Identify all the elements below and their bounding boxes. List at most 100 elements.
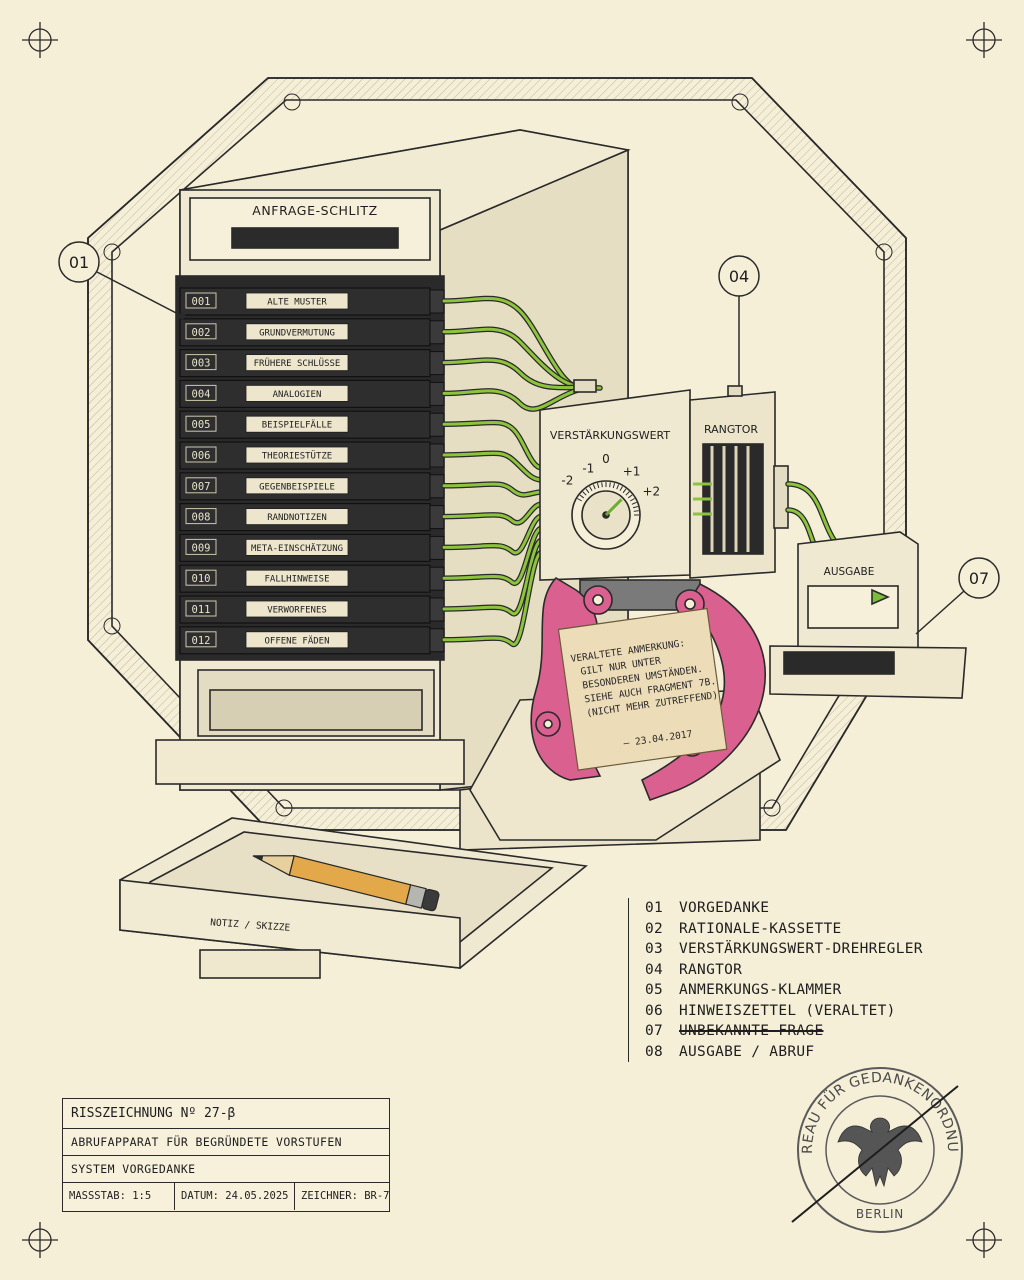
obsolete-note: VERALTETE ANMERKUNG:GILT NUR UNTERBESOND…: [557, 607, 728, 771]
cassette-label: FALLHINWEISE: [264, 575, 329, 585]
cassette-label: THEORIESTÜTZE: [262, 451, 332, 462]
registration-marks: [22, 22, 1002, 1258]
cassette-number: 008: [192, 512, 211, 524]
dial-tick: [589, 486, 593, 492]
legend-item-08: 08 AUSGABE / ABRUF: [645, 1042, 945, 1063]
registration-mark-top-left: [22, 22, 58, 58]
pencil-icon: [252, 855, 440, 912]
cassette-number: 012: [192, 635, 211, 647]
dial-tick: [627, 494, 633, 499]
stamp-strike-line: [791, 1085, 959, 1223]
legend-text: ANMERKUNGS-KLAMMER: [679, 982, 842, 998]
legend-item-05: 05 ANMERKUNGS-KLAMMER: [645, 980, 945, 1001]
bureau-stamp: [797, 1067, 963, 1233]
legend-text: AUSGABE / ABRUF: [679, 1043, 815, 1060]
cassette-label: GRUNDVERMUTUNG: [259, 328, 335, 338]
legend-number: 08: [645, 1043, 664, 1060]
legend-number: 01: [645, 900, 664, 916]
dial-tick: [619, 486, 623, 492]
legend-number: 05: [645, 982, 664, 998]
dial-tick: [633, 510, 639, 512]
cassette-label: BEISPIELFÄLLE: [262, 420, 332, 431]
gate-label: RANGTOR: [704, 423, 758, 436]
cassette-number: 011: [192, 604, 211, 616]
request-slot-label: ANFRAGE-SCHLITZ: [252, 203, 378, 218]
legend-text: RANGTOR: [679, 961, 743, 978]
drawing-meta-row: MASSSTAB: 1:5 DATUM: 24.05.2025 ZEICHNER…: [63, 1183, 389, 1210]
cable-009: [442, 514, 544, 555]
legend-text: RATIONALE-KASSETTE: [679, 920, 842, 937]
legend-number: 03: [645, 941, 664, 957]
dial-scale-mark: -1: [582, 461, 594, 475]
cassette-number: 004: [192, 388, 211, 400]
dial-scale-mark: +1: [623, 464, 641, 478]
callout-01-label: 01: [69, 253, 89, 272]
dial-scale-mark: -2: [561, 473, 573, 487]
output-box: [769, 531, 967, 699]
legend-text: VERSTÄRKUNGSWERT-DREHREGLER: [679, 941, 923, 957]
cable-003: [442, 358, 596, 390]
legend-text: UNBEKANNTE FRAGE: [679, 1023, 824, 1039]
cassette-006: 006 THEORIESTÜTZE: [179, 441, 445, 470]
cable-011: [442, 538, 544, 616]
title-block: RISSZEICHNUNG Nº 27-β ABRUFAPPARAT FÜR B…: [62, 1098, 390, 1212]
dial-tick: [582, 491, 587, 496]
cassette-number: 007: [192, 481, 211, 493]
drawing-title: RISSZEICHNUNG Nº 27-β: [63, 1099, 389, 1129]
cassette-005: 005 BEISPIELFÄLLE: [179, 410, 445, 439]
dial-scale-mark: +2: [642, 484, 660, 498]
dial-tick: [625, 491, 630, 496]
cable-007: [442, 482, 544, 497]
cable-006: [442, 451, 544, 482]
cassette-label: ANALOGIEN: [273, 390, 322, 400]
registration-mark-bottom-right: [966, 1222, 1002, 1258]
cable-012: [442, 550, 544, 646]
dial-tick: [612, 482, 616, 489]
drawing-drafter: ZEICHNER: BR-7: [301, 1190, 389, 1202]
legend-item-03: 03 VERSTÄRKUNGSWERT-DREHREGLER: [645, 939, 945, 960]
cable-004: [442, 386, 602, 411]
cassette-number: 010: [192, 573, 211, 585]
cable-001: [442, 297, 584, 390]
cable-008: [442, 502, 544, 525]
callout-07: [915, 557, 1000, 635]
dial-tick: [632, 505, 639, 509]
cassette-label: RANDNOTIZEN: [267, 513, 327, 523]
callout-07-label: 07: [969, 569, 989, 588]
legend-number: 06: [645, 1002, 664, 1019]
dial-tick: [592, 484, 596, 490]
cassette-004: 004 ANALOGIEN: [179, 379, 445, 408]
cassette-label: GEGENBEISPIELE: [259, 482, 335, 492]
cassette-number: 003: [192, 358, 211, 370]
cassette-number: 006: [192, 450, 211, 462]
dial-tick: [616, 484, 620, 490]
drawing-scale: MASSSTAB: 1:5: [63, 1183, 175, 1210]
dial-tick: [631, 501, 637, 505]
dial-tick: [609, 482, 611, 488]
cassette-number: 009: [192, 542, 211, 554]
dial-tick: [622, 488, 627, 494]
dial-tick: [629, 498, 635, 502]
dial-tick: [579, 494, 585, 499]
drawing-date: DATUM: 24.05.2025: [175, 1183, 295, 1210]
cable-002: [442, 327, 590, 390]
cassette-number: 005: [192, 419, 211, 431]
dial-pointer: [604, 498, 623, 517]
cassette-label: META-EINSCHÄTZUNG: [251, 543, 343, 554]
output-label: AUSGABE: [824, 566, 875, 578]
cassette-label: VERWORFENES: [267, 606, 327, 616]
dial-scale-mark: 0: [602, 452, 610, 466]
cassette-number: 001: [192, 296, 211, 308]
drawing-subtitle: ABRUFAPPARAT FÜR BEGRÜNDETE VORSTUFEN: [63, 1129, 389, 1156]
gate-module: [689, 385, 789, 579]
legend-number: 02: [645, 920, 664, 937]
cassette-010: 010 FALLHINWEISE: [179, 564, 445, 593]
dial-tick: [601, 482, 603, 488]
